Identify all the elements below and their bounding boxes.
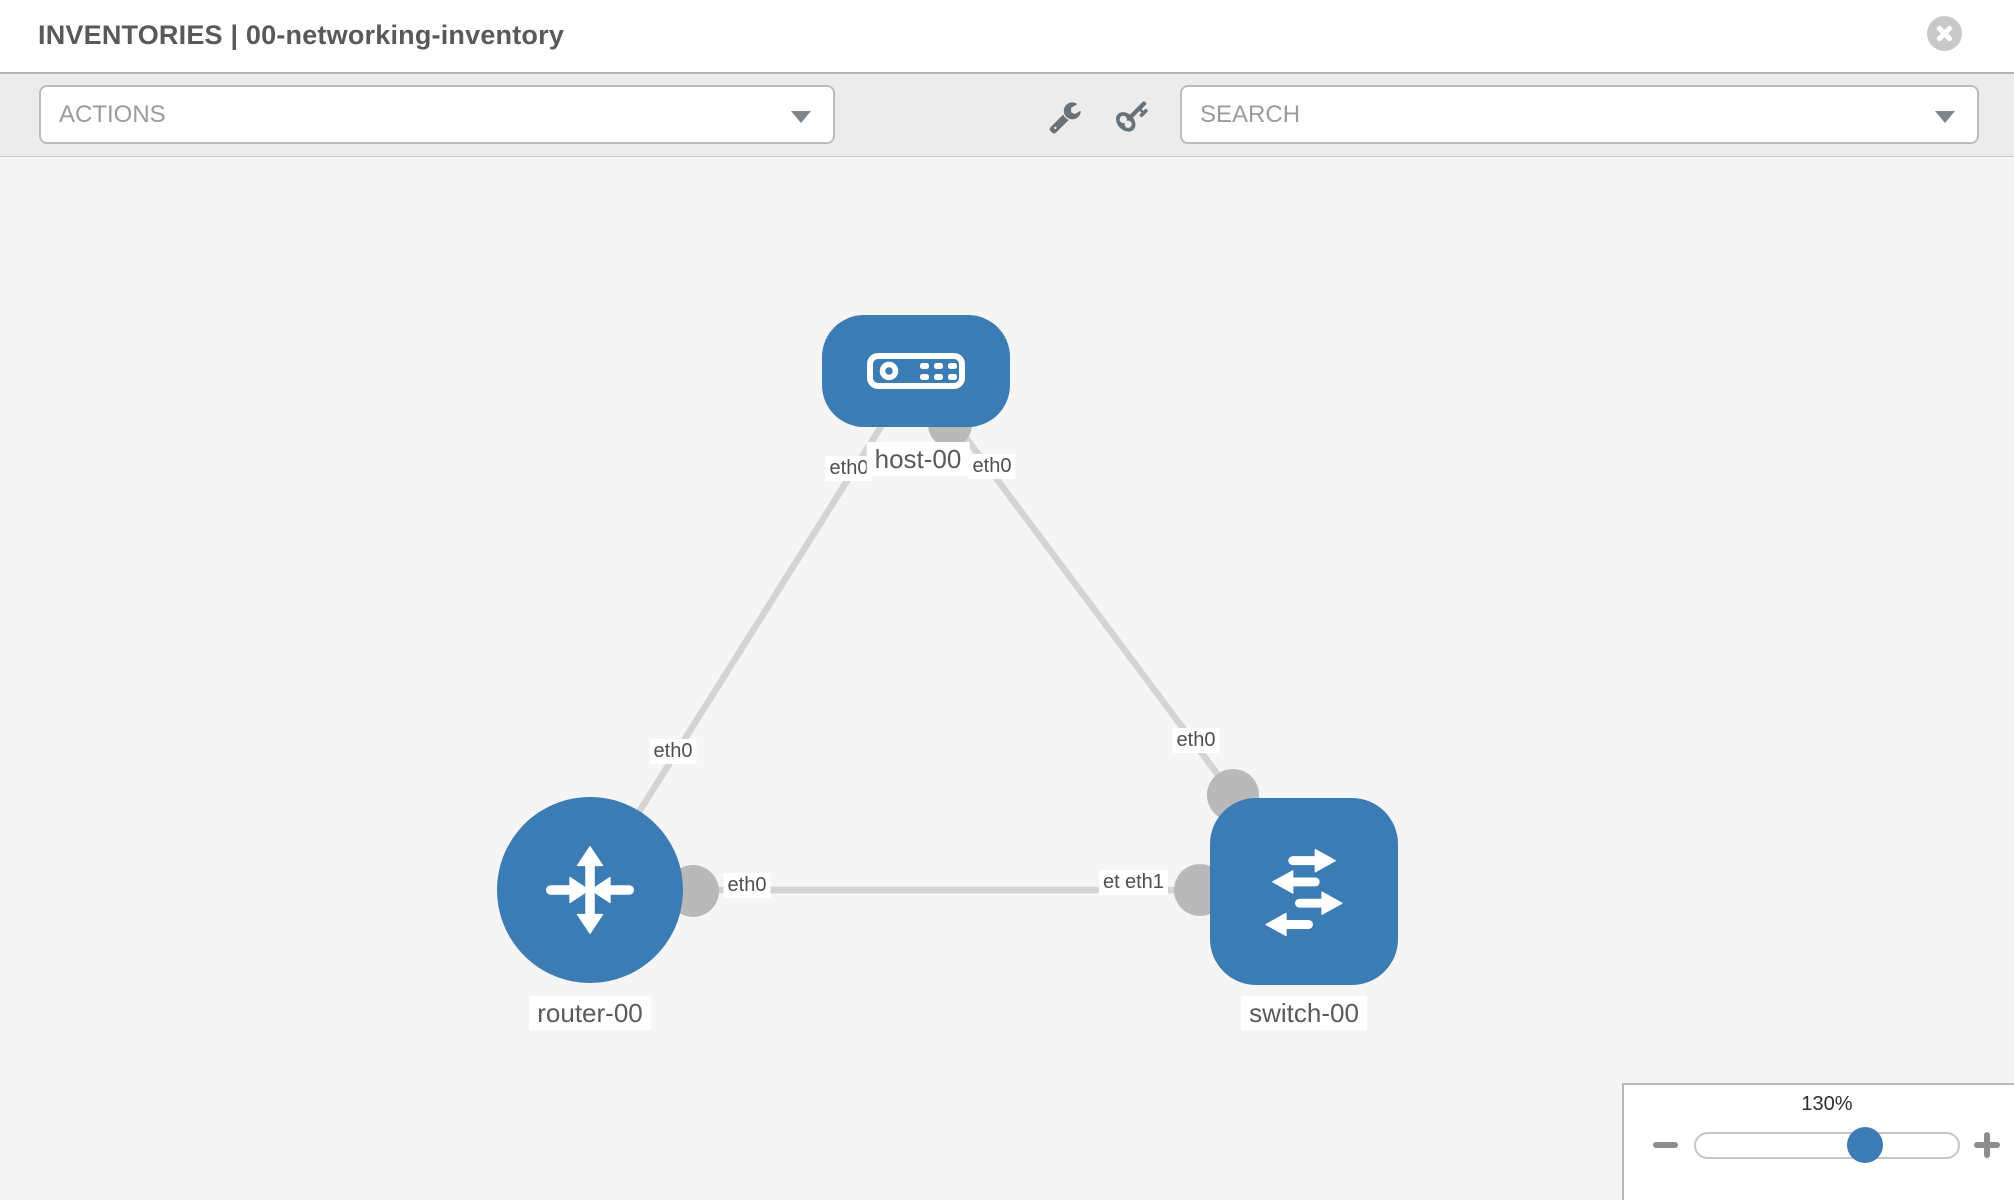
zoom-in-button[interactable]	[1974, 1132, 2000, 1158]
actions-dropdown[interactable]: ACTIONS	[39, 85, 835, 144]
chevron-down-icon	[791, 111, 811, 123]
wrench-icon	[1049, 102, 1081, 134]
node-label-host: host-00	[866, 442, 970, 476]
zoom-level-value: 130%	[1801, 1093, 1853, 1115]
node-host-00[interactable]	[822, 315, 1010, 427]
header-bar: INVENTORIES | 00-networking-inventory	[0, 0, 2014, 72]
link-host-switch[interactable]	[913, 369, 1236, 797]
chevron-down-icon	[1935, 111, 1955, 123]
eth-label-router-uplink: eth0	[649, 739, 697, 764]
node-label-router: router-00	[529, 996, 651, 1030]
key-icon	[1116, 101, 1148, 132]
eth-label-router-right: eth0	[723, 873, 771, 898]
eth-label-host-left: eth0	[825, 456, 873, 481]
topology-canvas[interactable]: host-00 router-00 switch-00 eth0 eth0 et…	[0, 157, 2014, 1200]
links-layer	[587, 369, 1304, 917]
actions-dropdown-label: ACTIONS	[59, 101, 166, 128]
eth-label-host-right: eth0	[968, 454, 1016, 479]
plus-icon	[1984, 1132, 1990, 1158]
zoom-slider-track[interactable]	[1694, 1132, 1960, 1159]
switch-icon	[1265, 848, 1343, 936]
eth-label-switch-left-eth1: eth1	[1121, 870, 1168, 895]
router-icon	[546, 846, 634, 934]
node-label-switch: switch-00	[1241, 996, 1367, 1030]
close-button[interactable]	[1927, 16, 1962, 51]
zoom-control-panel: 130%	[1622, 1083, 2014, 1200]
toolbar: ACTIONS SEARCH	[0, 72, 2014, 157]
zoom-slider-thumb[interactable]	[1847, 1127, 1883, 1163]
key-button[interactable]	[1116, 100, 1150, 134]
search-placeholder: SEARCH	[1200, 101, 1301, 128]
node-router-00[interactable]	[497, 797, 683, 983]
page-title: INVENTORIES | 00-networking-inventory	[38, 20, 565, 50]
node-switch-00[interactable]	[1210, 798, 1398, 985]
tools-button[interactable]	[1048, 100, 1082, 134]
host-icon	[867, 353, 965, 389]
search-dropdown[interactable]: SEARCH	[1180, 85, 1979, 144]
eth-label-switch-uplink: eth0	[1172, 728, 1220, 753]
zoom-out-button[interactable]	[1653, 1142, 1678, 1148]
